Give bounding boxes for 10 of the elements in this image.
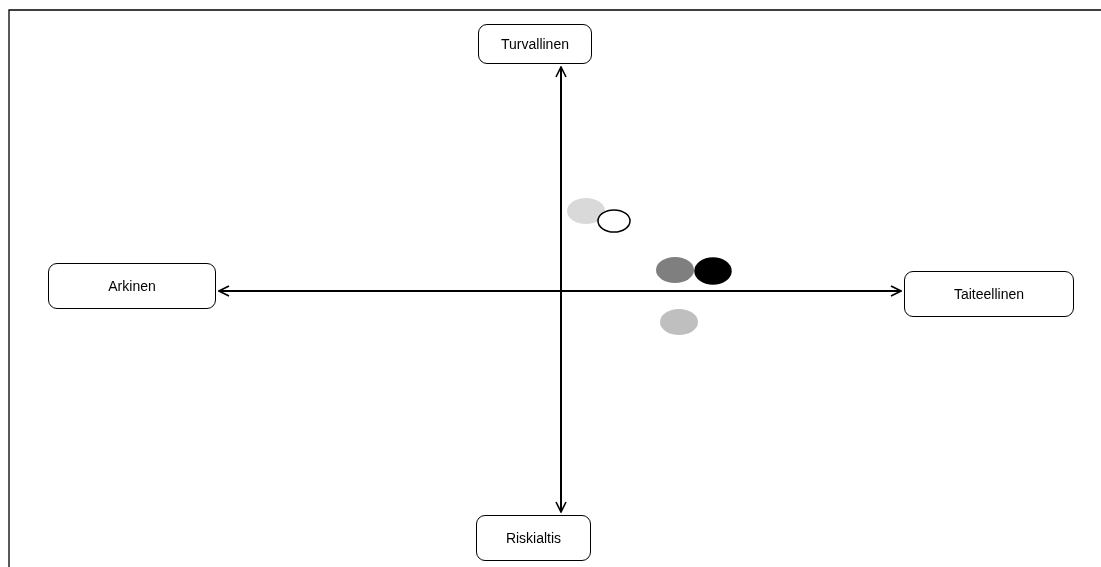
label-box (476, 515, 591, 561)
label-box (478, 24, 592, 64)
box-label: Turvallinen (501, 36, 569, 52)
double-arrow (218, 285, 902, 297)
box-label: Arkinen (108, 278, 156, 294)
label-box (48, 263, 216, 309)
box-label: Taiteellinen (953, 286, 1025, 302)
label-box (904, 271, 1074, 317)
box-label: Riskialtis (505, 530, 562, 546)
double-arrow (555, 66, 567, 513)
